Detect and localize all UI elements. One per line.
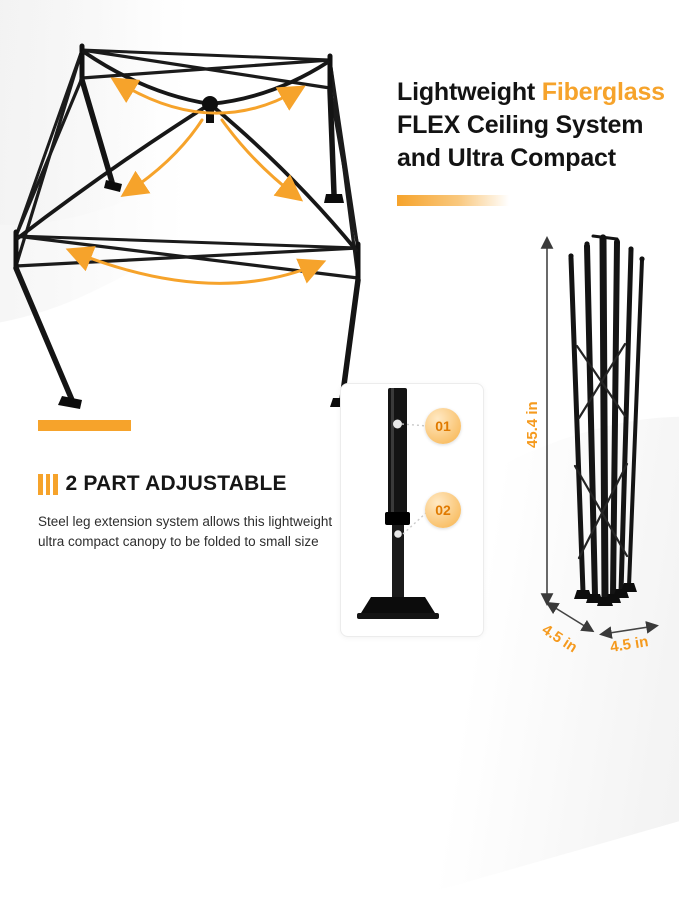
frame-ceiling-ribs [16, 50, 358, 252]
canopy-frame-drawing [13, 43, 361, 409]
headline-line-2: FLEX Ceiling System [397, 111, 644, 139]
folded-canopy-drawing: 45.4 in 4 [524, 234, 659, 656]
headline: Lightweight Fiberglass FLEX Ceiling Syst… [397, 76, 669, 175]
canopy-frame-illustration [0, 8, 395, 413]
frame-top-chords [14, 48, 360, 250]
frame-scissor-trusses [14, 48, 360, 280]
upper-pin [393, 419, 402, 429]
base-depth-label: 4.5 in [539, 621, 580, 656]
frame-feet [58, 180, 355, 409]
folded-canopy-figure: 45.4 in 4 [505, 226, 675, 666]
folded-top-connectors [568, 234, 645, 262]
dimension-arrow-icon [599, 621, 659, 639]
frame-legs [13, 77, 361, 403]
height-dimension-label: 45.4 in [524, 401, 541, 448]
headline-line-1: Lightweight Fiberglass [397, 76, 669, 109]
feature-title: 2 PART ADJUSTABLE [65, 472, 287, 495]
feature-accent-bar [38, 420, 131, 431]
leg-foot-plate [361, 597, 435, 613]
frame-center-hub [202, 96, 218, 123]
leg-closeup-panel: 01 02 [340, 383, 484, 637]
feature-heading: 2 PART ADJUSTABLE [38, 472, 287, 496]
base-width-label: 4.5 in [609, 633, 650, 656]
folded-pole-bundle [568, 234, 644, 603]
headline-highlight: Fiberglass [541, 78, 665, 106]
feature-description-line-1: Steel leg extension system allows this l… [38, 514, 333, 529]
callout-badge-1: 01 [425, 408, 461, 444]
headline-line-3: and Ultra Compact [397, 144, 616, 172]
feature-description-line-2: ultra compact canopy to be folded to sma… [38, 533, 319, 549]
headline-accent-bar [397, 195, 509, 206]
lower-pin [394, 530, 402, 538]
feature-description: Steel leg extension system allows this l… [38, 512, 358, 551]
callout-badge-2: 02 [425, 492, 461, 528]
headline-part1: Lightweight [397, 78, 542, 106]
adjustable-bars-icon [38, 473, 58, 495]
